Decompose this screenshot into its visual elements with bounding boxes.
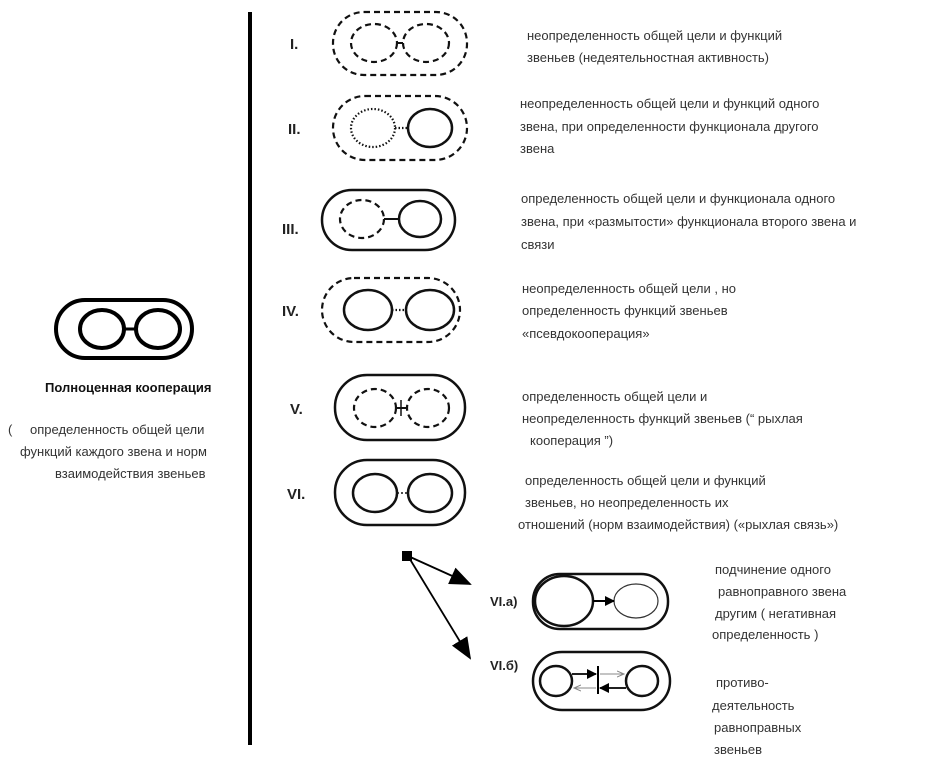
row-label: II. [288,121,301,138]
row-desc: неопределенность общей цели и функций од… [520,96,819,111]
row-label: VI.б) [490,658,518,673]
row-desc: деятельность [712,698,795,713]
shape-iv [320,276,462,344]
branch-arrow [407,555,472,660]
full-cooperation-desc: взаимодействия звеньев [55,466,206,481]
shape-iii [320,188,457,252]
branch-origin-square [402,551,412,561]
row-desc: определенность ) [712,627,818,642]
row-desc: определенность общей цели и функционала … [521,191,835,206]
row-desc: другим ( негативная [715,606,836,621]
shape-vi [333,458,467,527]
row-desc: звеньев (недеятельностная активность) [527,50,769,65]
branch-arrow [407,555,472,585]
full-cooperation-desc: определенность общей цели [30,422,204,437]
row-desc: «псевдокооперация» [522,326,650,341]
row-label: III. [282,221,299,238]
row-label: I. [290,36,298,53]
shape-vi-b [531,650,672,712]
row-label: VI. [287,486,305,503]
row-desc: кооперация ”) [530,433,613,448]
row-desc: определенность функций звеньев [522,303,728,318]
row-label: VI.а) [490,594,517,609]
paren: ( [8,422,13,437]
row-desc: равноправного звена [718,584,847,599]
full-cooperation-title: Полноценная кооперация [45,380,211,395]
row-desc: звена [520,141,555,156]
shape-v [333,373,467,442]
row-desc: звеньев [714,742,762,757]
row-desc: противо- [716,675,769,690]
shape-vi-a [531,572,670,631]
shape-ii [331,94,469,162]
row-desc: неопределенность функций звеньев (“ рыхл… [522,411,803,426]
full-cooperation-shape [54,298,194,360]
row-desc: неопределенность общей цели , но [522,281,736,296]
row-desc: равноправных [714,720,802,735]
row-label: V. [290,401,303,418]
row-desc: связи [521,237,555,252]
row-desc: звеньев, но неопределенность их [525,495,729,510]
row-desc: подчинение одного [715,562,831,577]
shape-i [331,10,469,77]
row-desc: определенность общей цели и [522,389,707,404]
row-desc: определенность общей цели и функций [525,473,766,488]
row-desc: звена, при определенности функционала др… [520,119,819,134]
row-desc: звена, при «размытости» функционала втор… [521,214,856,229]
row-desc: неопределенность общей цели и функций [527,28,782,43]
full-cooperation-desc: функций каждого звена и норм [20,444,207,459]
row-label: IV. [282,303,299,320]
row-desc: отношений (норм взаимодействия) («рыхлая… [518,517,838,532]
